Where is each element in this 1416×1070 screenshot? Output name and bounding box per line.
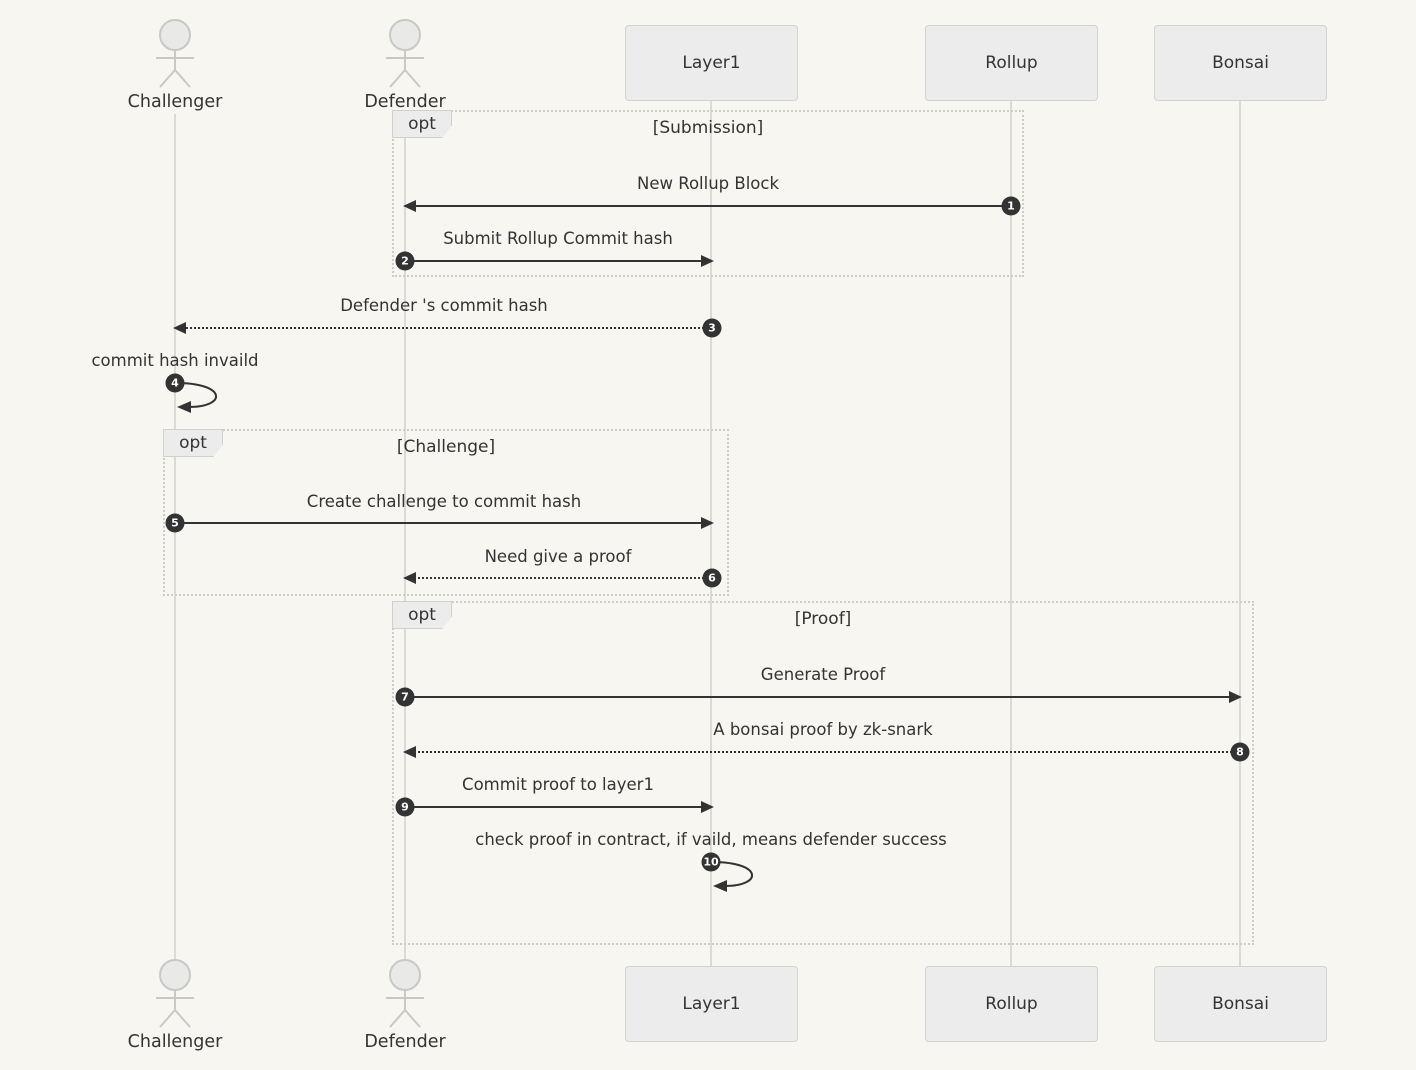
lifeline-bonsai: [1239, 100, 1241, 966]
actor-top-defender: Defender: [345, 18, 465, 112]
message-text: Defender 's commit hash: [340, 296, 548, 315]
self-loop-arrow: [711, 861, 754, 892]
message-text: Generate Proof: [760, 665, 886, 684]
fragment-proof: opt [Proof]: [392, 601, 1254, 945]
participant-top-bonsai: Bonsai: [1154, 25, 1327, 101]
actor-label: Challenger: [127, 1032, 223, 1052]
participant-label: Rollup: [985, 994, 1038, 1014]
participant-label: Layer1: [682, 53, 741, 73]
sequence-number-badge: 6: [702, 568, 722, 588]
message-arrow: [403, 572, 712, 584]
fragment-operator-tag: opt: [163, 429, 223, 457]
participant-bottom-layer1: Layer1: [625, 966, 798, 1042]
actor-bottom-defender: Defender: [345, 958, 465, 1052]
message-text: Need give a proof: [484, 547, 632, 566]
participant-label: Bonsai: [1212, 994, 1269, 1014]
lifeline-rollup: [1010, 100, 1012, 966]
message-arrow: [405, 801, 714, 813]
participant-label: Rollup: [985, 53, 1038, 73]
arrowhead-right-icon: [701, 255, 714, 267]
message-arrow: [405, 691, 1242, 703]
fragment-title: [Challenge]: [396, 437, 496, 457]
message-text: Commit proof to layer1: [462, 775, 654, 794]
actor-label: Challenger: [127, 92, 223, 112]
actor-bottom-challenger: Challenger: [115, 958, 235, 1052]
arrowhead-left-icon: [403, 746, 416, 758]
sequence-number-badge: 4: [165, 373, 185, 393]
arrowhead-left-icon: [173, 322, 186, 334]
arrowhead-right-icon: [1229, 691, 1242, 703]
actor-label: Defender: [364, 92, 446, 112]
sequence-number-badge: 8: [1230, 742, 1250, 762]
message-text: A bonsai proof by zk-snark: [713, 720, 933, 739]
message-arrow: [405, 255, 714, 267]
participant-bottom-bonsai: Bonsai: [1154, 966, 1327, 1042]
person-icon: [386, 19, 424, 88]
lifeline-challenger: [174, 114, 176, 962]
fragment-operator-tag: opt: [392, 110, 452, 138]
message-arrow: [175, 517, 714, 529]
sequence-number-badge: 1: [1001, 196, 1021, 216]
actor-top-challenger: Challenger: [115, 18, 235, 112]
fragment-submission: opt [Submission]: [392, 110, 1024, 277]
participant-label: Bonsai: [1212, 53, 1269, 73]
fragment-title: [Proof]: [794, 609, 852, 629]
self-loop-arrow: [175, 382, 218, 413]
sequence-number-badge: 5: [165, 513, 185, 533]
message-text: check proof in contract, if vaild, means…: [475, 830, 947, 849]
message-text: New Rollup Block: [636, 174, 780, 193]
message-arrow: [403, 746, 1240, 758]
message-arrow: [173, 322, 712, 334]
arrowhead-left-icon: [403, 200, 416, 212]
fragment-challenge: opt [Challenge]: [163, 429, 729, 596]
person-icon: [156, 19, 194, 88]
sequence-number-badge: 3: [702, 318, 722, 338]
lifeline-layer1: [710, 100, 712, 966]
participant-bottom-rollup: Rollup: [925, 966, 1098, 1042]
message-arrow: [403, 200, 1011, 212]
message-text: commit hash invaild: [91, 351, 259, 370]
lifeline-defender: [404, 114, 406, 962]
message-text: Submit Rollup Commit hash: [443, 229, 673, 248]
participant-top-rollup: Rollup: [925, 25, 1098, 101]
fragment-title: [Submission]: [652, 118, 764, 138]
participant-label: Layer1: [682, 994, 741, 1014]
fragment-operator-tag: opt: [392, 601, 452, 629]
person-icon: [386, 959, 424, 1028]
participant-top-layer1: Layer1: [625, 25, 798, 101]
arrowhead-left-icon: [403, 572, 416, 584]
sequence-number-badge: 9: [395, 797, 415, 817]
sequence-number-badge: 10: [701, 852, 721, 872]
arrowhead-right-icon: [701, 517, 714, 529]
message-text: Create challenge to commit hash: [306, 492, 582, 511]
arrowhead-right-icon: [701, 801, 714, 813]
sequence-number-badge: 2: [395, 251, 415, 271]
actor-label: Defender: [364, 1032, 446, 1052]
sequence-number-badge: 7: [395, 687, 415, 707]
person-icon: [156, 959, 194, 1028]
